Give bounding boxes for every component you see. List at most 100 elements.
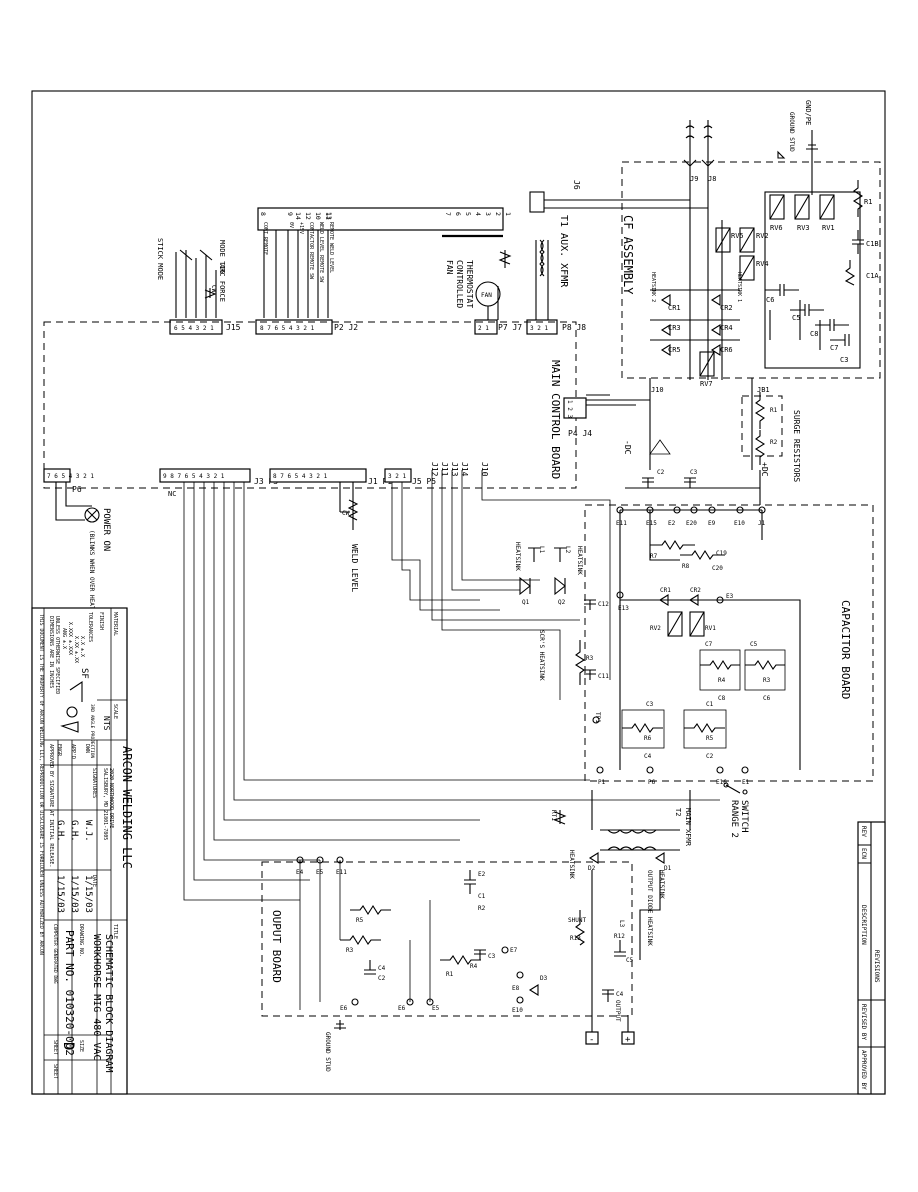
svg-text:HEATSINK 2: HEATSINK 2 — [650, 272, 656, 302]
cf-assembly-label: CF ASSEMBLY — [621, 215, 635, 295]
t1-aux-label: T1 AUX. XFMR — [558, 215, 569, 288]
weld-level-pot: CW WELD LEVEL — [339, 482, 359, 592]
svg-text:R4: R4 — [470, 963, 478, 970]
tol-3: X.XXX ±.XXX — [67, 622, 73, 655]
svg-text:SHUNT: SHUNT — [568, 917, 586, 924]
svg-text:P6: P6 — [72, 485, 82, 494]
svg-text:HEATSINK 1: HEATSINK 1 — [736, 272, 742, 302]
svg-text:6 5 4 3 2 1: 6 5 4 3 2 1 — [174, 325, 214, 332]
svg-text:7 6 5 4 3 2 1: 7 6 5 4 3 2 1 — [47, 473, 94, 480]
weld-level-label: WELD LEVEL — [350, 544, 359, 592]
svg-text:RT1: RT1 — [550, 810, 557, 821]
output-diode-label: OUTPUT DIODE HEATSINK — [646, 870, 653, 946]
output-board: OUPUT BOARD HEATSINK HEATSINK OUTPUT DIO… — [261, 850, 672, 1072]
surge-label: SURGE RESISTORS — [792, 410, 801, 482]
svg-text:P8 J8: P8 J8 — [562, 323, 586, 332]
svg-text:C7: C7 — [705, 641, 713, 648]
description-label: DESCRIPTION — [860, 905, 867, 945]
svg-text:C3: C3 — [488, 953, 496, 960]
connector-row-mid: 7 6 5 4 3 2 1 P6 9 8 7 6 5 4 3 2 1 J3 P3… — [43, 462, 489, 498]
svg-text:C3: C3 — [840, 356, 848, 364]
svg-text:RV2: RV2 — [650, 625, 661, 632]
output-board-label: OUPUT BOARD — [270, 910, 283, 983]
appd-date: 1/15/03 — [69, 875, 79, 913]
svg-text:C1B: C1B — [866, 240, 879, 248]
revisions-block: REVISIONS REV ECN DESCRIPTION REVISED BY… — [857, 821, 886, 1095]
approved-by-label: APPROVED BY — [860, 1050, 867, 1090]
svg-text:E8: E8 — [512, 985, 520, 992]
cont-remote-label: CONT REMOTE — [262, 222, 268, 255]
svg-text:C4: C4 — [378, 965, 386, 972]
capacitor-board: CAPACITOR BOARD E11 E15 E2 E20 E9 E10 J1… — [584, 504, 874, 786]
svg-text:3: 3 — [484, 212, 492, 216]
svg-text:2: 2 — [494, 212, 502, 216]
svg-text:5: 5 — [464, 212, 472, 216]
svg-text:E2: E2 — [478, 871, 486, 878]
svg-text:C5: C5 — [792, 314, 800, 322]
revisions-header: REVISIONS — [873, 950, 880, 983]
tol-2: X.XX ±.XX — [73, 636, 79, 663]
svg-text:CR5: CR5 — [668, 346, 681, 354]
thermostat-label-2: CONTROLLED — [455, 260, 464, 308]
svg-text:P4 J4: P4 J4 — [568, 429, 592, 438]
size-value: D — [60, 1042, 76, 1050]
switch-label-1: SWITCH — [739, 800, 749, 833]
plus-dc-label: +DC — [760, 462, 769, 477]
address-2: SALISBURY, MD 21801-7805 — [102, 768, 108, 840]
part-no: PART NO. 010320-002 — [63, 930, 76, 1056]
svg-text:C11: C11 — [598, 673, 609, 680]
plus-terminal-label: + — [625, 1035, 631, 1045]
svg-text:J13: J13 — [450, 462, 459, 477]
dwn-name: W.J. — [83, 820, 93, 842]
svg-text:R1: R1 — [770, 407, 778, 414]
svg-text:C19: C19 — [716, 550, 727, 557]
svg-text:J12: J12 — [430, 462, 439, 477]
svg-text:J15: J15 — [226, 323, 241, 332]
svg-text:E13: E13 — [618, 605, 629, 612]
engr-date: 1/15/03 — [55, 875, 65, 913]
rev-label: REV — [860, 826, 867, 837]
sheet-label-2: SHEET — [52, 1064, 58, 1079]
blinks-label: (BLINKS WHEN OVER HEATED) — [88, 530, 95, 620]
title-line-2: WORKHORSE MIG 480 VAC — [91, 934, 102, 1060]
svg-text:J8: J8 — [708, 175, 716, 183]
drawing-no-label: DRAWING NO. — [78, 924, 84, 957]
svg-text:12: 12 — [304, 212, 312, 220]
property-note: THIS DOCUMENT IS THE PROPERTY OF ARCON W… — [38, 614, 44, 955]
svg-text:8 7 6 5 4 3 2 1: 8 7 6 5 4 3 2 1 — [273, 473, 328, 480]
svg-text:L3: L3 — [618, 920, 625, 928]
svg-text:8 7 6 5 4 3 2 1: 8 7 6 5 4 3 2 1 — [260, 325, 315, 332]
scr-section: L1 L2 Q1 Q2 HEATSINK HEATSINK SCR'S HEAT… — [391, 470, 611, 724]
svg-text:CR1: CR1 — [660, 587, 671, 594]
input-caps: C2 C3 — [625, 439, 760, 489]
svg-text:10: 10 — [314, 212, 322, 220]
mode-tig-label: MODE TIG — [218, 240, 226, 274]
output-ind-label: OUTPUT — [614, 1000, 621, 1022]
main-control-outline — [43, 321, 577, 489]
svg-text:E9: E9 — [708, 520, 716, 527]
svg-text:R3: R3 — [763, 677, 771, 684]
nc-label: NC — [168, 490, 176, 498]
material-label: MATERIAL — [112, 612, 118, 636]
svg-text:E11: E11 — [616, 520, 627, 527]
t2-label: T2 — [674, 808, 682, 816]
svg-text:E10: E10 — [734, 520, 745, 527]
svg-text:J5 P5: J5 P5 — [412, 477, 436, 486]
engr-name: G.H. — [55, 820, 65, 842]
svg-text:J14: J14 — [460, 462, 469, 477]
svg-text:C3: C3 — [646, 701, 654, 708]
svg-text:J10: J10 — [651, 386, 664, 394]
svg-text:1 2 3: 1 2 3 — [566, 400, 573, 418]
appd-name: G.H. — [69, 820, 79, 842]
aux-transformer: J6 T1 AUX. XFMR — [498, 180, 708, 320]
svg-text:R13: R13 — [570, 935, 581, 942]
svg-text:R1: R1 — [864, 198, 872, 206]
connector-row-top: 6 5 4 3 2 1 J15 8 7 6 5 4 3 2 1 P2 J2 2 … — [169, 319, 586, 335]
svg-text:R3: R3 — [586, 655, 594, 662]
svg-text:JB1: JB1 — [757, 386, 770, 394]
svg-text:RV1: RV1 — [822, 224, 835, 232]
svg-text:1: 1 — [504, 212, 512, 216]
svg-text:J10: J10 — [480, 462, 489, 477]
svg-text:C1A: C1A — [866, 272, 879, 280]
title-block: MATERIAL FINISH TOLERANCES X.X ±.X X.XX … — [31, 607, 134, 1095]
